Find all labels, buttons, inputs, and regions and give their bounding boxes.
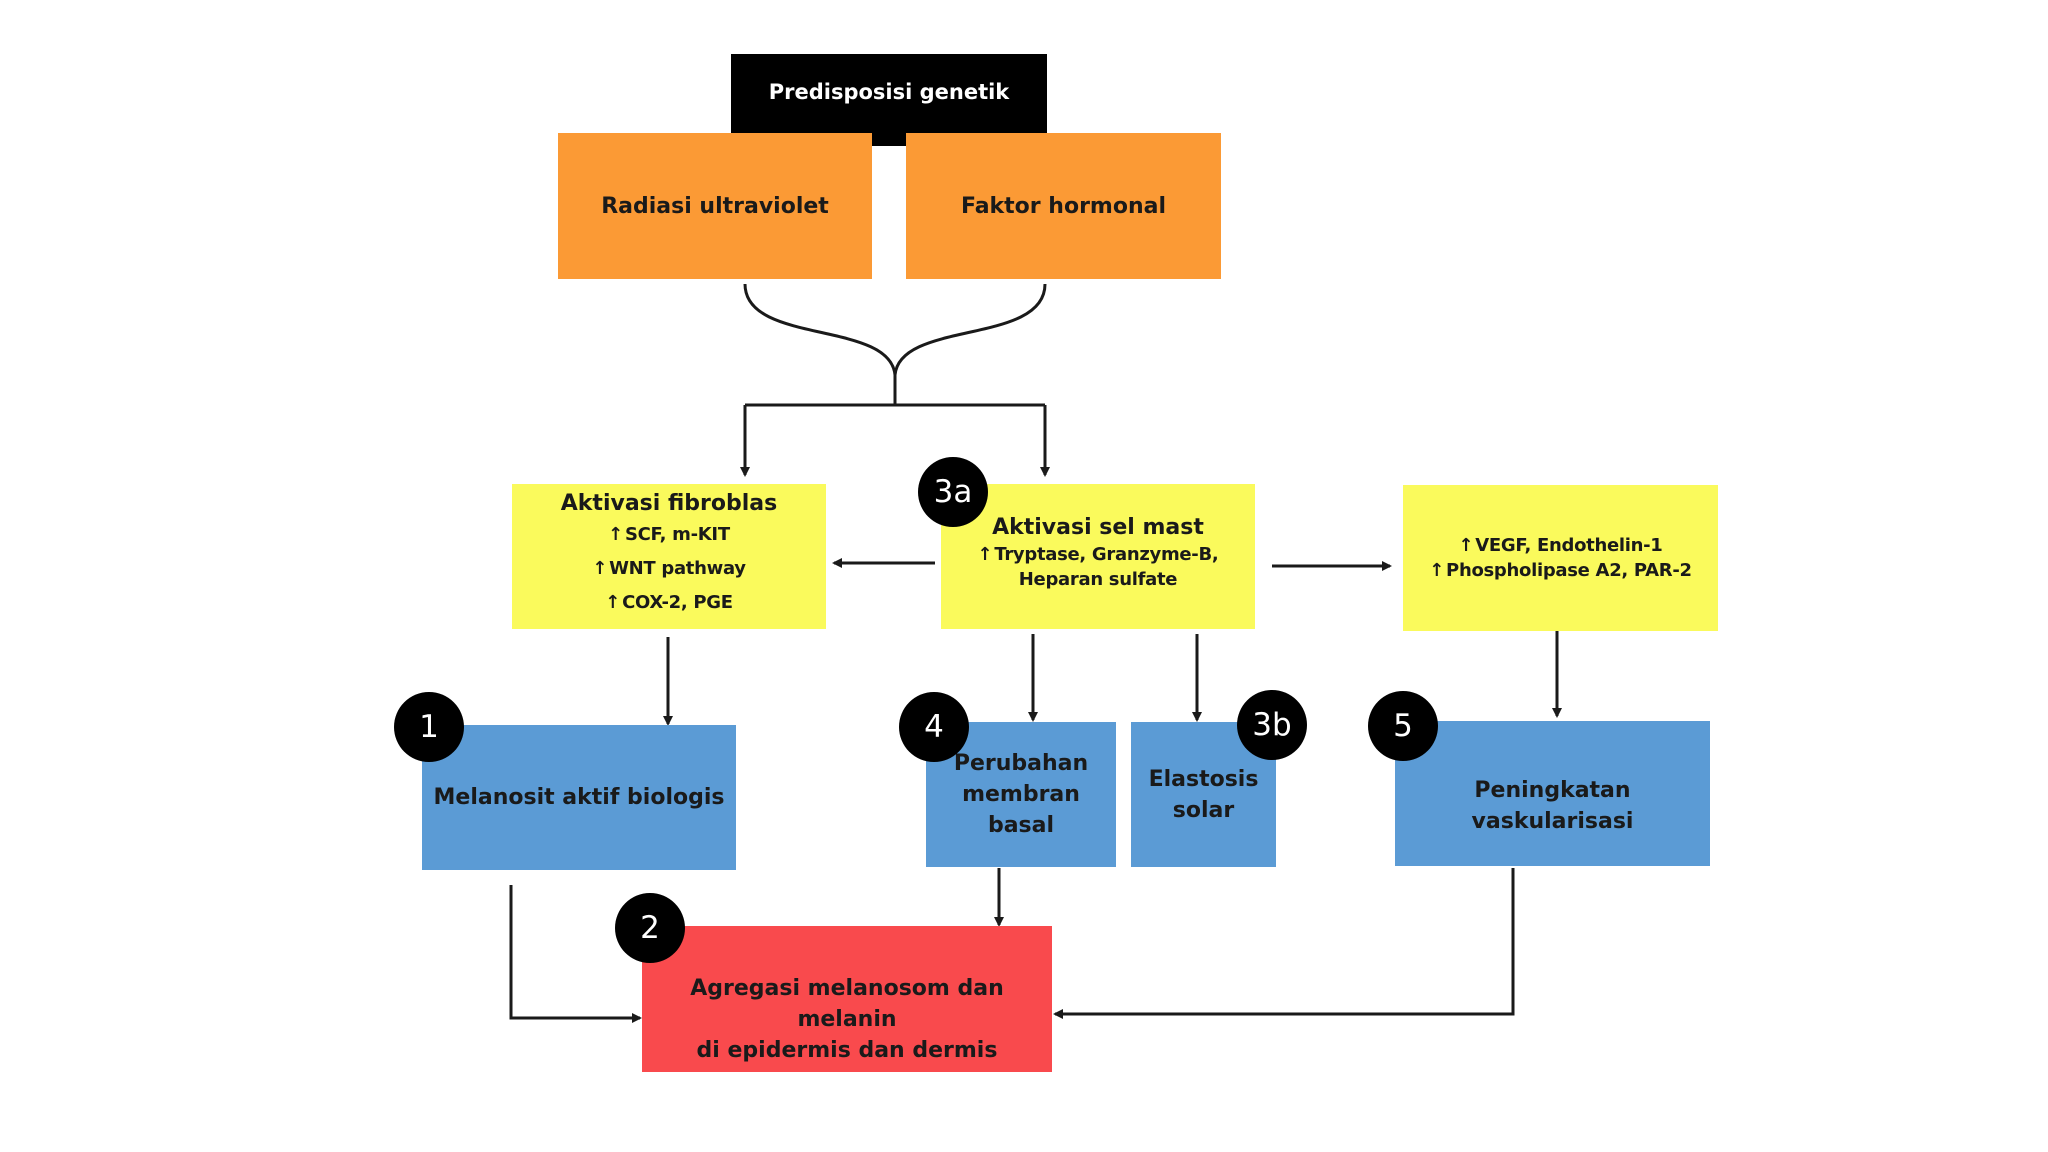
step-badge-1: 1 [394,692,464,762]
fibroblast-line: SCF, m-KIT [608,522,730,547]
active-melanocyte-box: Melanosit aktif biologis [422,725,736,870]
hormonal-factor-box: Faktor hormonal [906,133,1221,279]
step-badge-3a: 3a [918,457,988,527]
mast-cell-activation-box: Aktivasi sel mast Tryptase, Granzyme-B, … [941,484,1255,629]
uv-radiation-box: Radiasi ultraviolet [558,133,872,279]
step-badge-5: 5 [1368,691,1438,761]
fibroblast-line: WNT pathway [592,556,746,581]
solar-elastosis-line: Elastosis [1148,766,1259,792]
uv-radiation-label: Radiasi ultraviolet [601,193,829,219]
vegf-line: VEGF, Endothelin-1 [1458,533,1663,558]
genetic-predisposition-box: Predisposisi genetik [731,54,1047,146]
fibroblast-activation-box: Aktivasi fibroblas SCF, m-KIT WNT pathwa… [512,484,826,629]
arrow-vascular-to-aggregation [1053,868,1515,1019]
solar-elastosis-line: solar [1172,797,1235,823]
fibroblast-activation-title: Aktivasi fibroblas [560,491,778,516]
mast-cell-line: Tryptase, Granzyme-B, [978,542,1218,567]
step-badge-2: 2 [615,893,685,963]
mast-cell-line: Heparan sulfate [1018,569,1178,590]
mast-cell-activation-title: Aktivasi sel mast [992,515,1204,540]
melanin-aggregation-line: di epidermis dan dermis [696,1038,998,1063]
vegf-line: Phospholipase A2, PAR-2 [1429,558,1692,583]
basement-membrane-line: membran [962,782,1080,807]
genetic-predisposition-label: Predisposisi genetik [768,80,1010,104]
brace-connector [743,283,1047,376]
step-badge-4: 4 [899,692,969,762]
vascularization-label: Peningkatan vaskularisasi [1471,778,1634,834]
melanin-aggregation-box: Agregasi melanosom dan melanin di epider… [642,926,1052,1072]
step-badge-3b: 3b [1237,690,1307,760]
hormonal-factor-label: Faktor hormonal [960,193,1167,219]
basement-membrane-line: Perubahan [953,751,1089,776]
vegf-box: VEGF, Endothelin-1 Phospholipase A2, PAR… [1403,485,1718,631]
basement-membrane-line: basal [987,813,1055,838]
melanin-aggregation-line: Agregasi melanosom dan melanin [690,976,1004,1032]
fibroblast-line: COX-2, PGE [605,590,733,615]
solar-elastosis-box: Elastosis solar [1131,722,1276,867]
active-melanocyte-label: Melanosit aktif biologis [433,785,725,810]
arrow-melanocyte-to-aggregation [509,885,642,1023]
vascularization-box: Peningkatan vaskularisasi [1395,721,1710,866]
